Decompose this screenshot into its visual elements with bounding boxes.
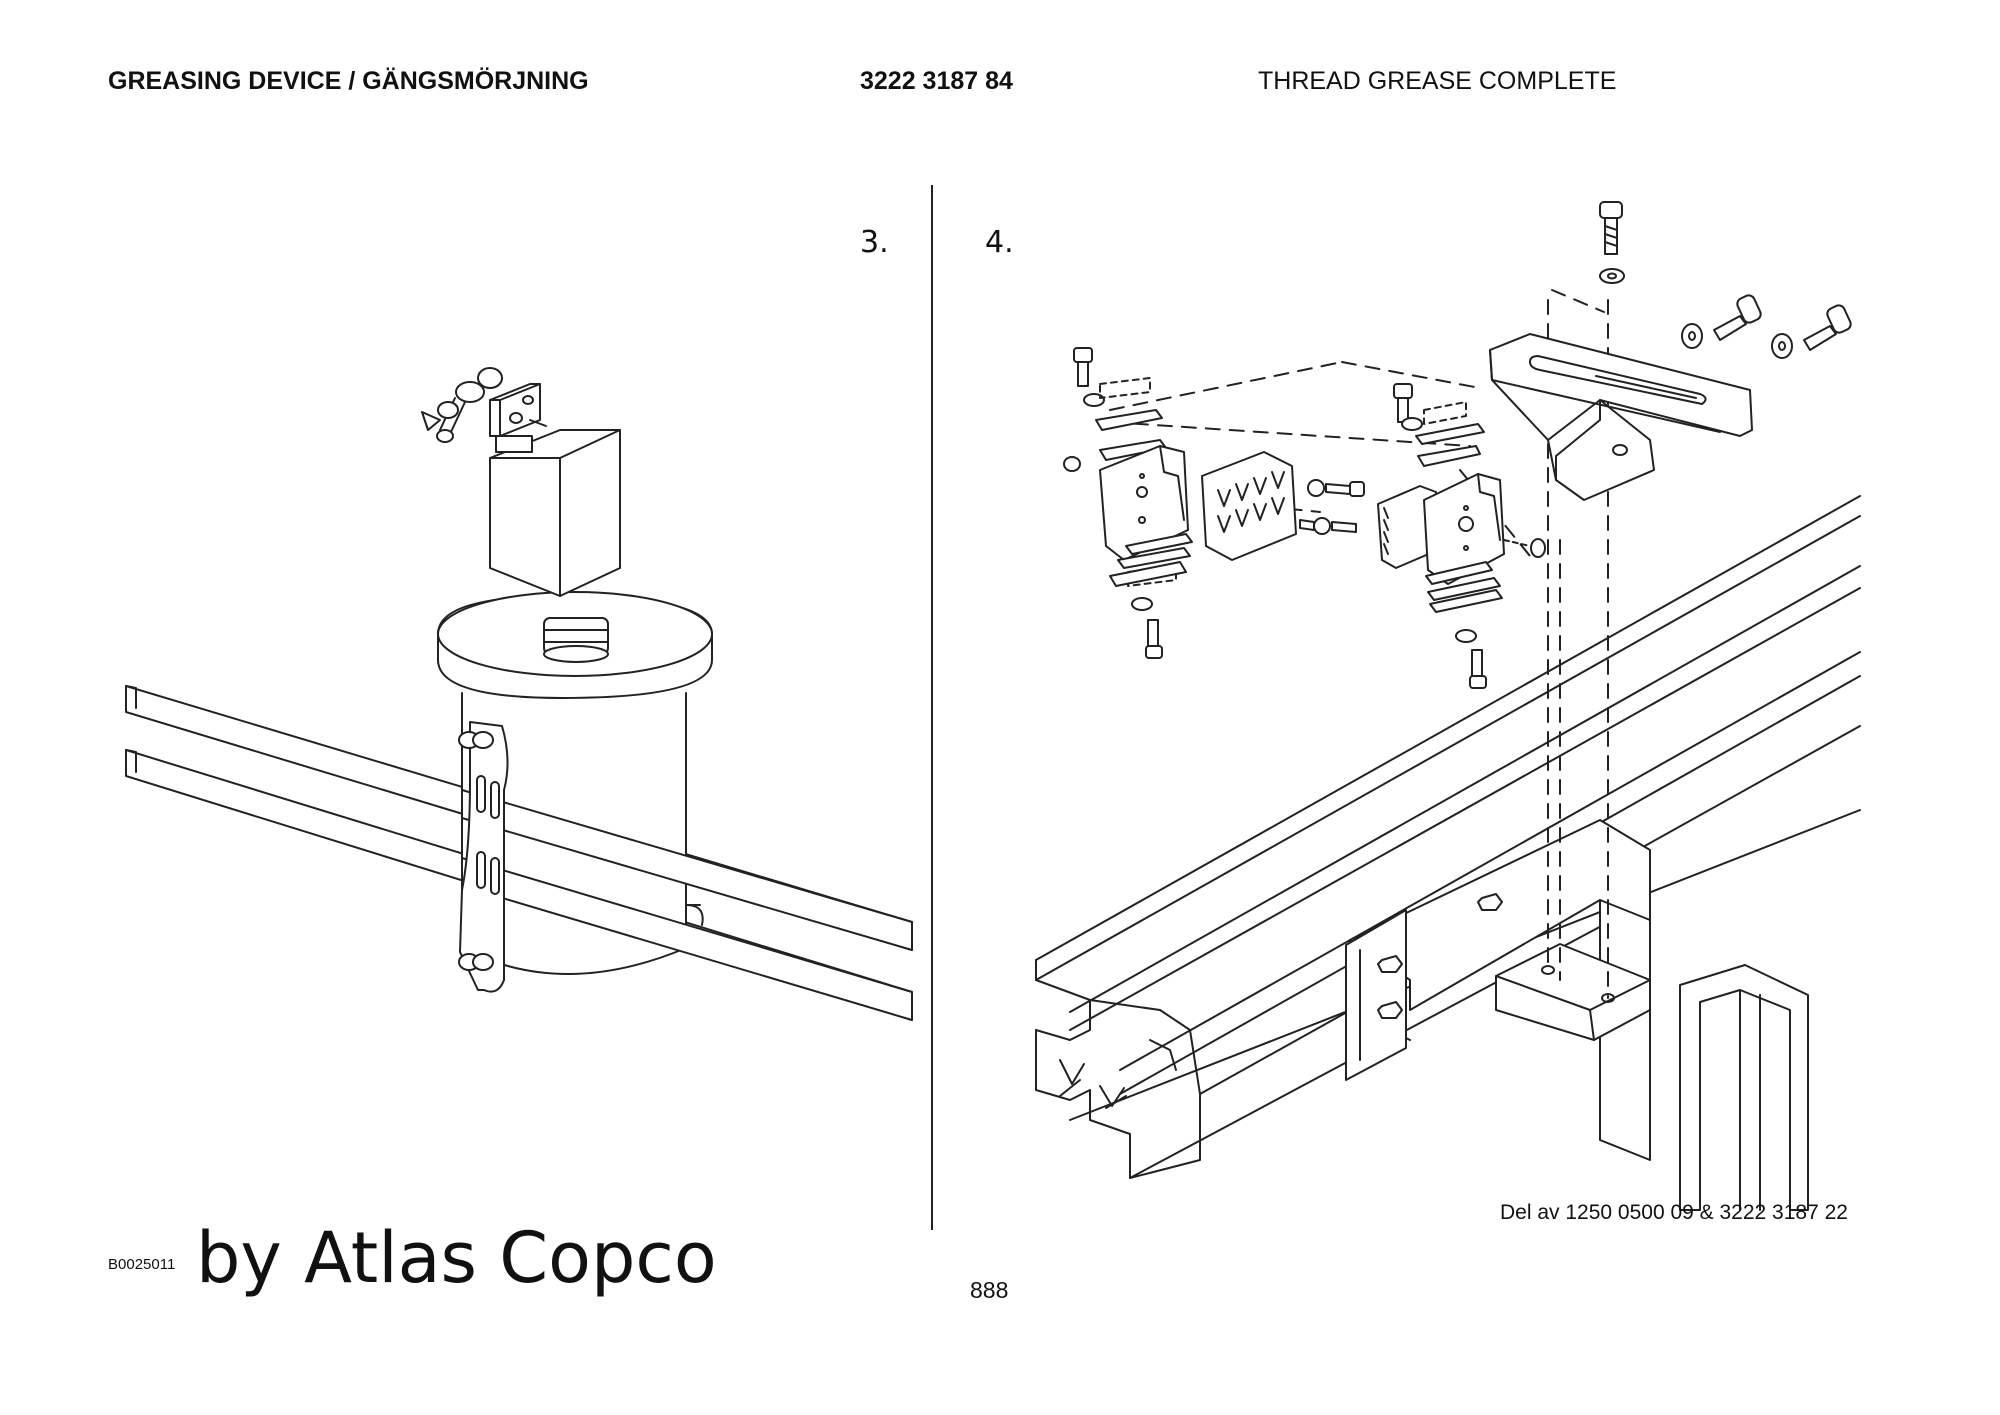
part-number: 3222 3187 84 <box>860 67 1013 95</box>
grease-tank-drawing <box>125 367 913 1021</box>
document-title: GREASING DEVICE / GÄNGSMÖRJNING <box>108 67 589 95</box>
panel-divider <box>931 185 933 1230</box>
step-number-right: 4. <box>985 225 1014 260</box>
part-description: THREAD GREASE COMPLETE <box>1258 67 1617 95</box>
page-number: 888 <box>970 1277 1009 1303</box>
drawing-caption: Del av 1250 0500 09 & 3222 3187 22 <box>1500 1201 1848 1224</box>
step-number-left: 3. <box>860 225 889 260</box>
bracket-exploded-drawing <box>1035 201 1861 1211</box>
watermark-text: by Atlas Copco <box>196 1217 717 1299</box>
document-number: B0025011 <box>108 1256 176 1273</box>
